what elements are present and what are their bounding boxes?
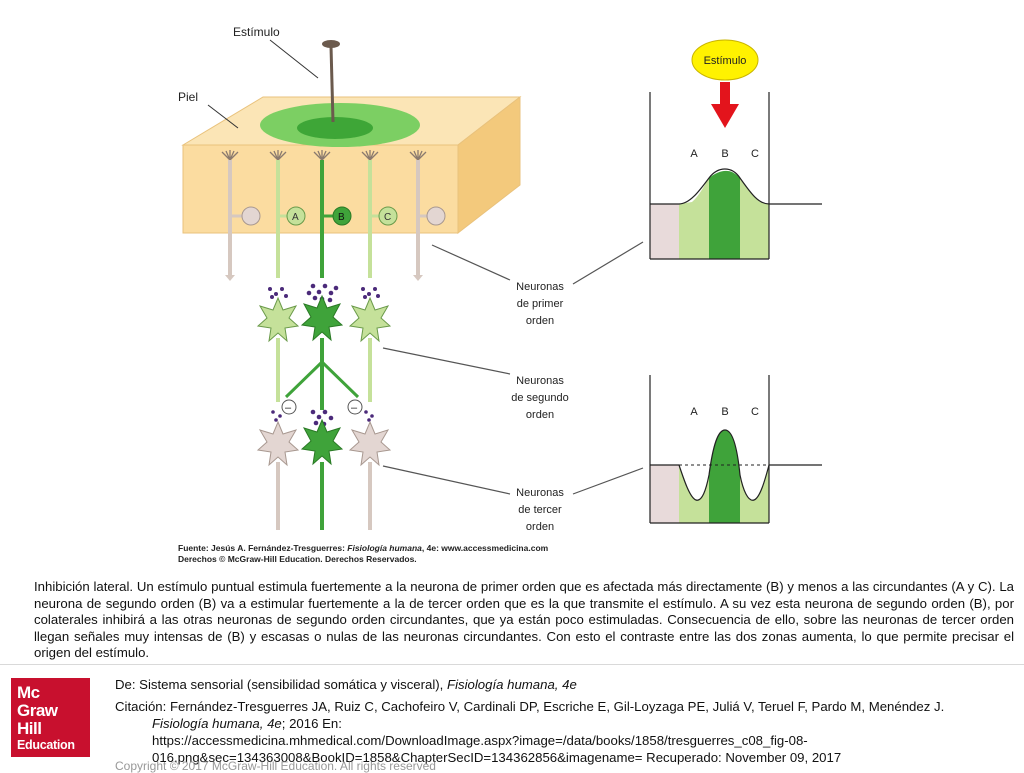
inhibitory-sign-left: – xyxy=(285,402,292,414)
top-graph-column-a: A xyxy=(690,148,698,160)
synaptic-vesicles-second xyxy=(271,409,374,427)
first-order-neurons: A B C xyxy=(221,150,446,281)
stimulus-label: Estímulo xyxy=(233,25,280,39)
third-order-neuron-a xyxy=(256,420,300,467)
source-from: De: Sistema sensorial (sensibilidad somá… xyxy=(115,677,577,692)
top-graph-column-b: B xyxy=(721,148,728,160)
bottom-graph-column-c: C xyxy=(751,406,759,418)
bottom-graph-column-a: A xyxy=(690,406,698,418)
graph-stimulus-label: Estímulo xyxy=(704,55,747,67)
bottom-graph-pointer xyxy=(572,467,644,495)
divider xyxy=(0,664,1024,665)
third-order-neurons xyxy=(256,418,392,530)
second-order-neuron-c xyxy=(348,296,392,343)
bottom-graph-column-b: B xyxy=(721,406,728,418)
second-order-pointer xyxy=(382,347,511,375)
mcgraw-hill-logo: Mc Graw Hill Education xyxy=(11,678,90,757)
second-order-label-1: Neuronas xyxy=(516,375,564,387)
inhibitory-synapse-left xyxy=(281,399,297,415)
third-order-pointer xyxy=(382,465,511,495)
second-order-neurons: – – xyxy=(256,294,392,415)
stimulus-arrow-shaft xyxy=(720,82,730,106)
first-order-neuron-b: B xyxy=(313,150,352,278)
third-order-neuron-c xyxy=(348,420,392,467)
second-order-neuron-a xyxy=(256,296,300,343)
third-order-neuron-b xyxy=(300,418,344,466)
figure-credit-line1: Fuente: Jesús A. Fernández-Tresguerres: … xyxy=(178,543,549,553)
top-graph-column-c: C xyxy=(751,148,759,160)
second-order-label-2: de segundo xyxy=(511,392,569,404)
skin-label: Piel xyxy=(178,90,198,104)
third-order-label-3: orden xyxy=(526,521,554,533)
stimulus-bubble xyxy=(691,39,759,81)
first-order-label-3: orden xyxy=(526,315,554,327)
first-order-label-1: Neuronas xyxy=(516,281,564,293)
stimulus-pointer xyxy=(269,39,319,79)
first-order-label-2: de primer xyxy=(517,298,564,310)
second-order-neuron-b xyxy=(300,294,344,342)
activity-graph-first-order: Estímulo A B C xyxy=(649,39,822,260)
first-order-neuron-5 xyxy=(409,150,446,281)
citation-url-line1: https://accessmedicina.mhmedical.com/Dow… xyxy=(152,733,808,748)
first-order-neuron-a: A xyxy=(269,150,306,278)
lateral-inhibition-figure: Estímulo Piel A B xyxy=(178,25,822,564)
activity-graph-third-order: A B C xyxy=(649,375,822,524)
source-info: De: Sistema sensorial (sensibilidad somá… xyxy=(115,676,1015,771)
inhibitory-sign-right: – xyxy=(351,402,358,414)
neuron-a-label: A xyxy=(292,212,299,223)
top-graph-pointer xyxy=(572,241,644,285)
source-citation: Citación: Fernández-Tresguerres JA, Ruiz… xyxy=(115,698,1015,766)
second-order-label-3: orden xyxy=(526,409,554,421)
first-order-neuron-1 xyxy=(221,150,261,281)
inhibitory-synapse-right xyxy=(347,399,363,415)
skin-pointer xyxy=(207,104,239,129)
skin-block xyxy=(181,95,522,235)
first-order-neuron-c: C xyxy=(361,150,398,278)
figure-caption: Inhibición lateral. Un estímulo puntual … xyxy=(34,579,1014,661)
first-order-pointer xyxy=(431,244,511,281)
third-order-label-1: Neuronas xyxy=(516,487,564,499)
stimulus-needle xyxy=(322,40,340,123)
neuron-c-label: C xyxy=(384,212,391,223)
figure-credit-line2: Derechos © McGraw-Hill Education. Derech… xyxy=(178,554,417,564)
neuron-b-label: B xyxy=(338,212,345,223)
copyright-notice: Copyright © 2017 McGraw-Hill Education. … xyxy=(115,759,436,773)
stimulus-area-inner xyxy=(297,117,373,139)
third-order-label-2: de tercer xyxy=(518,504,562,516)
stimulus-arrow-head xyxy=(711,104,739,128)
citation-url-line2: 016.png&sec=134363008&BookID=1858&Chapte… xyxy=(152,750,842,765)
